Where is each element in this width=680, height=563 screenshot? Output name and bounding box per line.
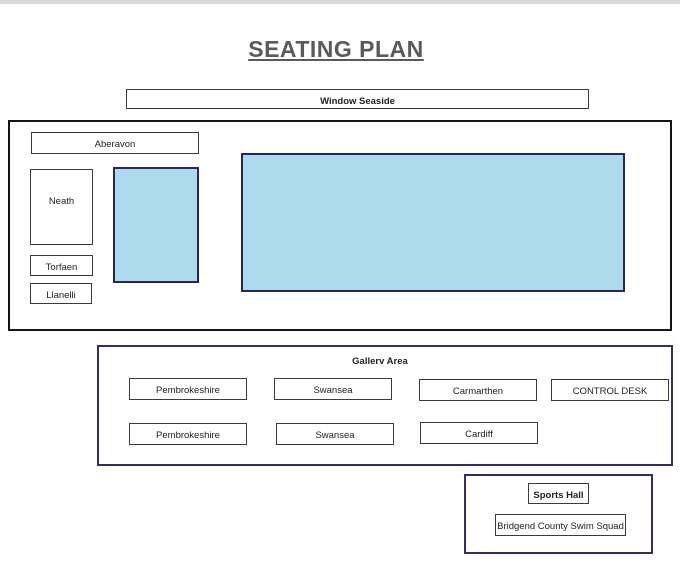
neath-seating: Neath [30,169,93,245]
llanelli-seating: Llanelli [30,283,92,304]
main-pool [241,153,625,292]
gallery-seat-swansea-1: Swansea [274,378,392,400]
bridgend-swim-squad-seating: Bridgend County Swim Squad [495,514,626,536]
page-title: SEATING PLAN [248,36,424,62]
gallery-area [97,345,673,466]
gallery-area-label: Gallerv Area [352,356,408,367]
sports-hall-area [464,474,653,554]
gallery-seat-cardiff: Cardiff [420,422,538,444]
pool-room [8,120,672,331]
gallery-seat-pembrokeshire-1: Pembrokeshire [129,378,247,400]
aberavon-seating: Aberavon [31,132,199,154]
gallery-seat-pembrokeshire-2: Pembrokeshire [129,423,247,445]
torfaen-seating: Torfaen [30,255,93,276]
top-divider [0,0,680,4]
control-desk: CONTROL DESK [551,379,669,401]
sports-hall-label: Sports Hall [528,483,589,504]
window-seaside-label: Window Seaside [126,89,589,109]
small-pool [113,167,199,283]
gallery-seat-swansea-2: Swansea [276,423,394,445]
gallery-seat-carmarthen: Carmarthen [419,379,537,401]
